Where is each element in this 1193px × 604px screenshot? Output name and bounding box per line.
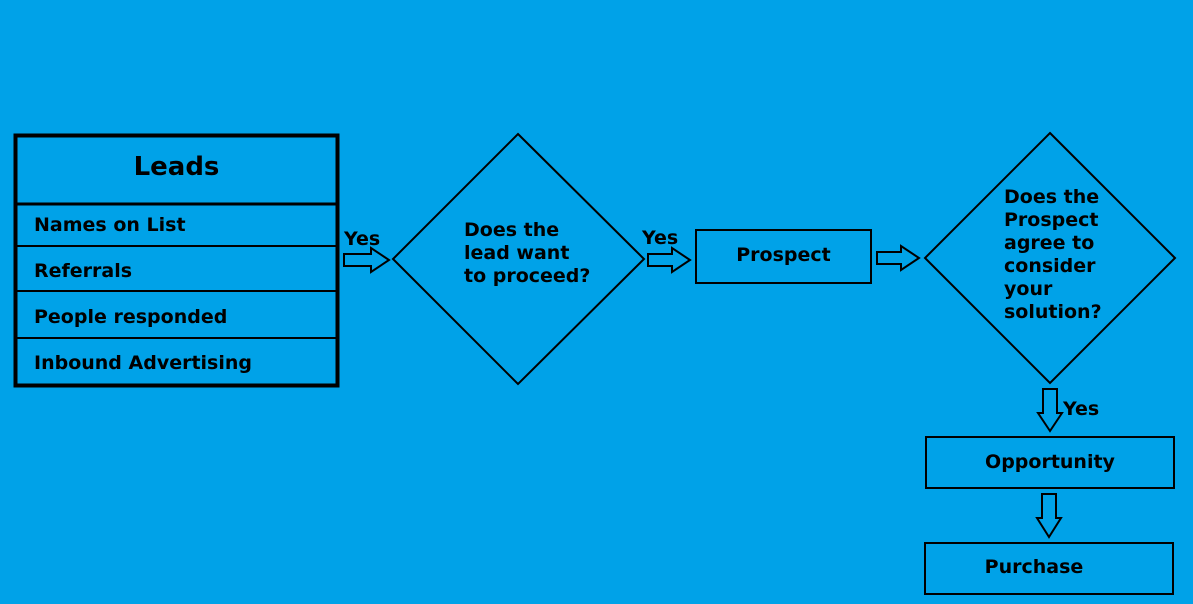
purchase-label: Purchase bbox=[984, 556, 1084, 578]
arrow-right-icon bbox=[343, 246, 391, 274]
decision-text-1: Does the lead want to proceed? bbox=[464, 219, 591, 287]
opportunity-box bbox=[925, 436, 1175, 489]
decision-diamond-1 bbox=[391, 132, 646, 386]
arrow-down-icon bbox=[1036, 388, 1064, 433]
edge-label-yes: Yes bbox=[642, 227, 679, 249]
leads-title: Leads bbox=[133, 152, 220, 182]
lead-item: Referrals bbox=[34, 260, 133, 282]
edge-label-yes: Yes bbox=[1063, 398, 1100, 420]
arrow-right-icon bbox=[876, 244, 921, 272]
opportunity-label: Opportunity bbox=[985, 451, 1115, 473]
prospect-label: Prospect bbox=[736, 244, 831, 266]
decision-diamond-2 bbox=[923, 131, 1177, 385]
edge-label-yes: Yes bbox=[344, 228, 381, 250]
arrow-right-icon bbox=[647, 246, 692, 274]
lead-item: Inbound Advertising bbox=[34, 352, 253, 374]
arrow-down-icon bbox=[1035, 493, 1063, 539]
lead-item: People responded bbox=[34, 306, 228, 328]
prospect-box bbox=[695, 229, 872, 284]
lead-item: Names on List bbox=[34, 214, 186, 236]
purchase-box bbox=[924, 542, 1174, 595]
decision-text-2: Does the Prospect agree to consider your… bbox=[1004, 186, 1102, 323]
leads-box bbox=[13, 133, 340, 388]
